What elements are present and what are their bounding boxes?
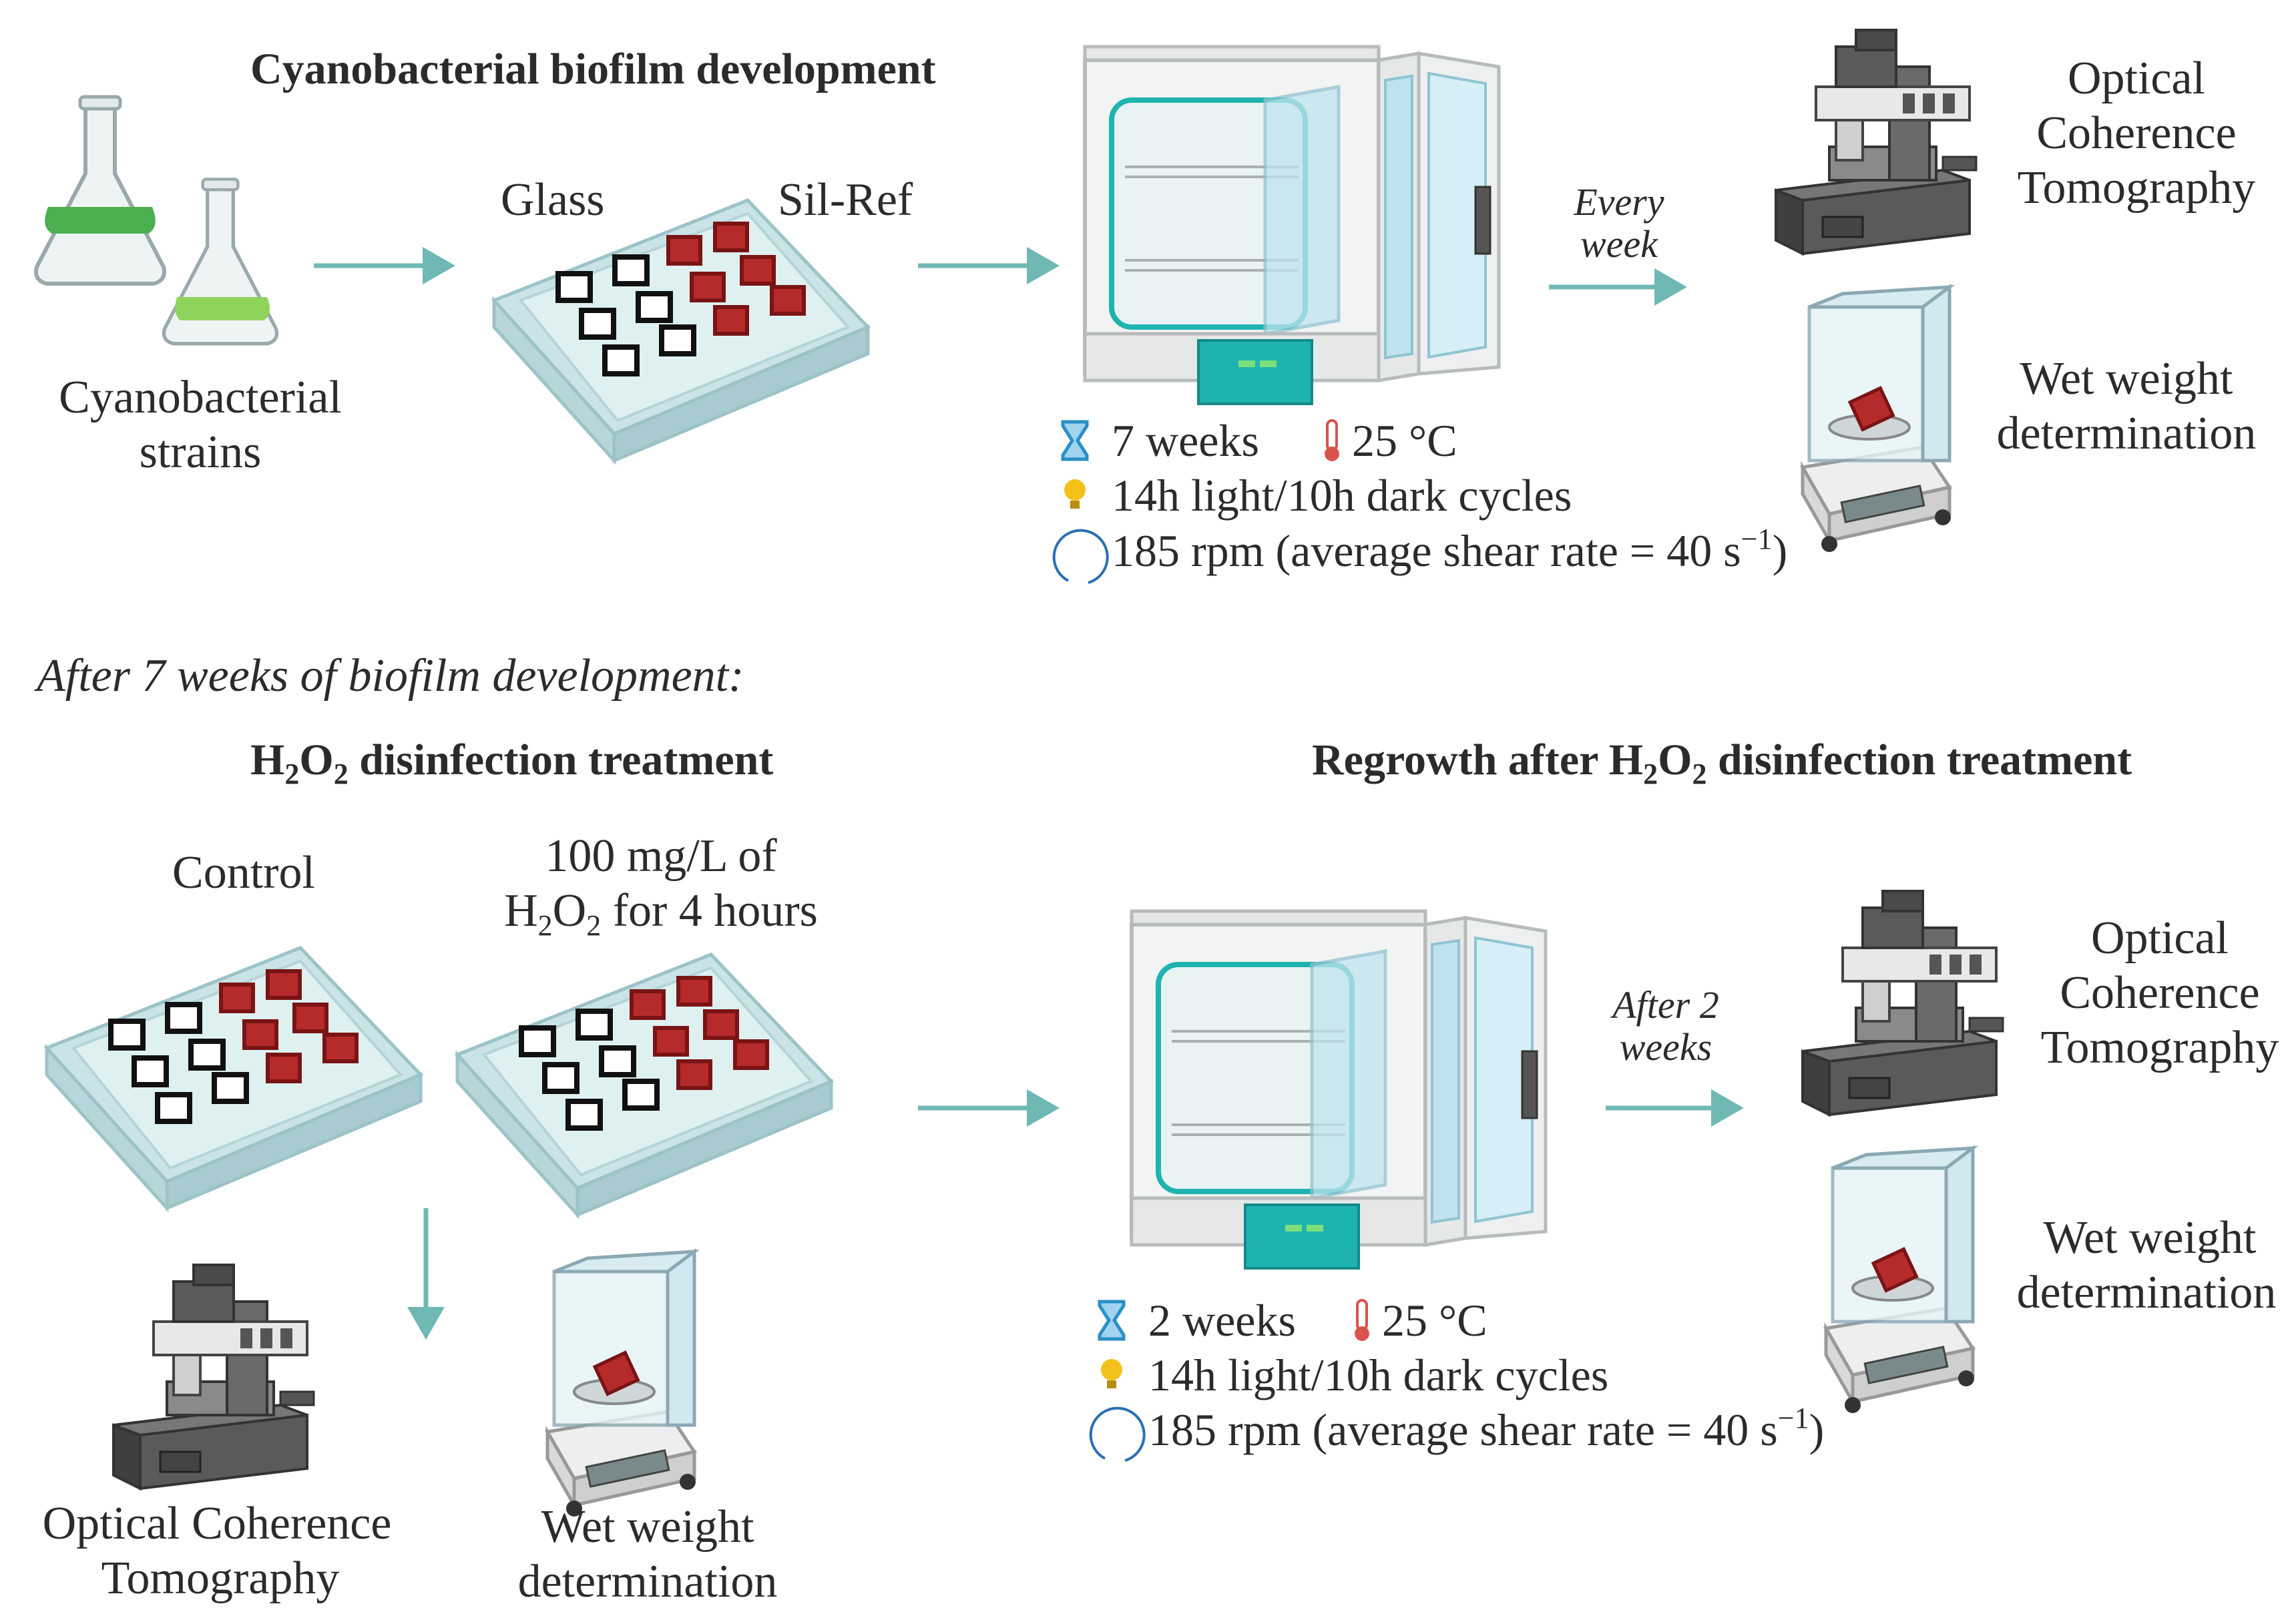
incubator-icon [1132,911,1546,1268]
weight3-label-line1: Wet weight [2044,1212,2257,1264]
section2-title: H2O2 disinfection treatment [250,736,773,790]
plate-label-silref: Sil-Ref [778,174,913,226]
arrow-label-weeks: weeks [1620,1025,1712,1069]
oct-label-line1: Optical [2068,53,2205,104]
bulb-icon [1101,1359,1122,1388]
weight-label-line1: Wet weight [2020,353,2234,404]
weight2-label-line1: Wet weight [541,1501,755,1553]
strains-label-line2: strains [140,427,262,478]
oct3-label-line3: Tomography [2041,1022,2279,1073]
oct-label-line3: Tomography [2018,162,2256,214]
weight-label-line2: determination [1997,408,2257,459]
regrowth-condition-shaking: 185 rpm (average shear rate = 40 s−1) [1148,1402,1824,1455]
section1-title: Cyanobacterial biofilm development [250,45,936,93]
rotation-icon [1052,529,1109,584]
thermometer-icon [1323,419,1341,463]
regrowth-condition-duration: 2 weeks [1148,1295,1296,1346]
condition-shaking: 185 rpm (average shear rate = 40 s−1) [1112,523,1787,576]
treatment-label-line2: H2O2 for 4 hours [504,885,818,942]
plate-label-glass: Glass [501,174,605,226]
treatment-plate [457,955,831,1215]
section3-title: Regrowth after H2O2 disinfection treatme… [1312,736,2132,790]
condition-temperature: 25 °C [1352,415,1457,466]
coupon-plate [494,200,868,461]
oct-instrument-icon [112,1264,315,1490]
condition-duration: 7 weeks [1112,415,1259,466]
arrow-label-after2: After 2 [1610,983,1718,1027]
treatment-label-line1: 100 mg/L of [545,830,777,882]
arrow-label-week: week [1580,222,1658,266]
oct-instrument-icon [1801,890,2004,1116]
arrow-label-every: Every [1573,180,1664,224]
hourglass-icon [1100,1302,1124,1339]
balance-icon [547,1252,696,1517]
thermometer-icon [1353,1299,1371,1342]
oct-label-line2: Coherence [2036,107,2236,159]
hourglass-icon [1063,422,1087,459]
strains-label-line1: Cyanobacterial [59,372,342,423]
regrowth-condition-light: 14h light/10h dark cycles [1148,1350,1608,1400]
rotation-icon [1089,1406,1146,1462]
divider-text: After 7 weeks of biofilm development: [34,650,744,702]
flask-dark-icon [36,97,164,284]
weight2-label-line2: determination [518,1556,778,1607]
balance-icon [1803,287,1951,552]
oct3-label-line1: Optical [2091,912,2229,964]
control-plate [47,948,421,1208]
regrowth-condition-temperature: 25 °C [1382,1295,1487,1346]
oct3-label-line2: Coherence [2060,967,2259,1019]
bulb-icon [1064,479,1086,509]
balance-icon [1826,1148,1974,1413]
weight3-label-line2: determination [2017,1267,2277,1318]
incubator-icon [1085,47,1499,404]
oct2-label-line1: Optical Coherence [43,1498,392,1549]
control-label: Control [172,847,315,898]
oct-instrument-icon [1775,29,1978,255]
condition-light: 14h light/10h dark cycles [1112,470,1572,521]
flask-light-icon [164,179,277,343]
oct2-label-line2: Tomography [101,1553,340,1604]
